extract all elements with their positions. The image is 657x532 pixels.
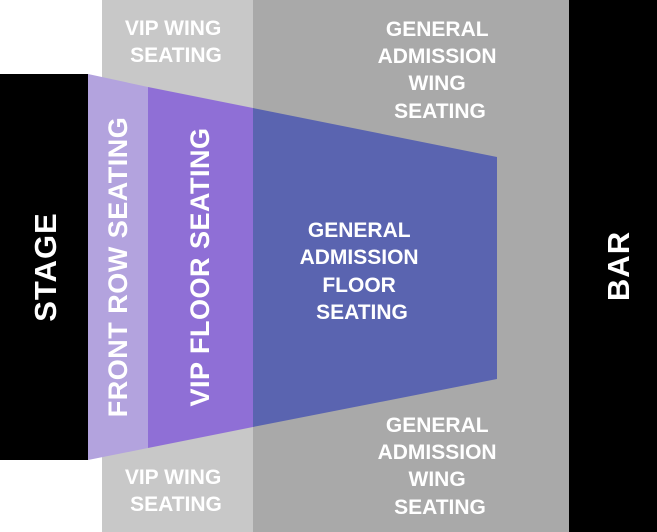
ga-floor-label: GENERAL ADMISSION FLOOR SEATING — [300, 219, 425, 324]
bar-block — [569, 0, 657, 532]
vip-floor-label: VIP FLOOR SEATING — [185, 127, 215, 406]
vip-floor-section — [148, 87, 253, 448]
ga-floor-section — [253, 108, 497, 427]
ga-wing-bottom-label: GENERAL ADMISSION WING SEATING — [378, 414, 503, 519]
stage-label: STAGE — [28, 212, 63, 322]
stage-block — [0, 74, 88, 460]
vip-wing-bottom-label: VIP WING SEATING — [125, 466, 227, 516]
front-row-section — [88, 74, 148, 460]
front-row-label: FRONT ROW SEATING — [103, 117, 133, 417]
bar-label: BAR — [601, 231, 636, 301]
ga-wing-top-label: GENERAL ADMISSION WING SEATING — [378, 18, 503, 123]
vip-wing-top-label: VIP WING SEATING — [125, 17, 227, 67]
